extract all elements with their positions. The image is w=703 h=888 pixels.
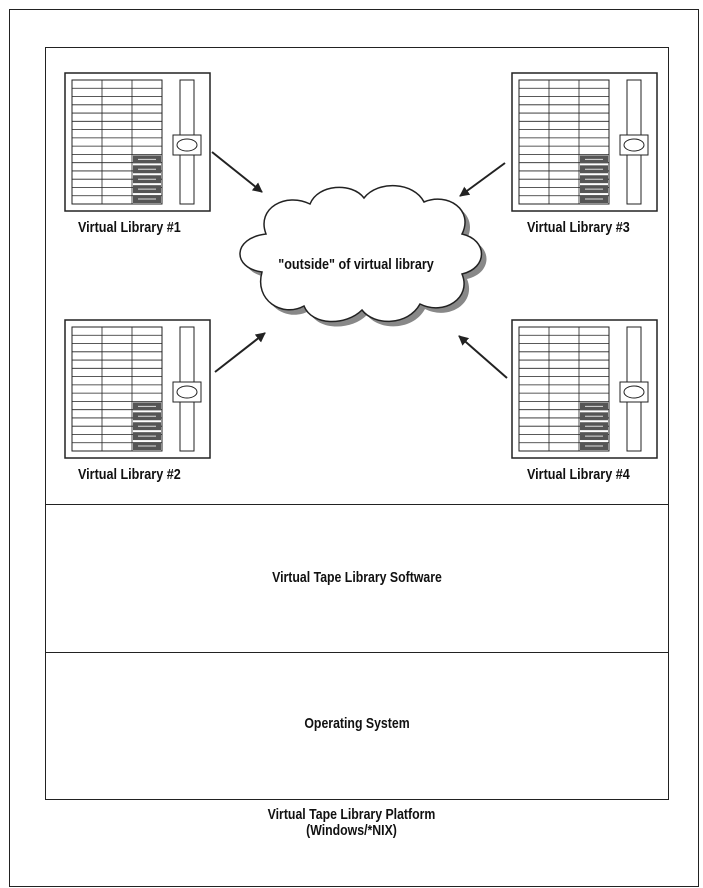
tape-library-1-icon — [64, 72, 211, 212]
picker-gripper — [623, 385, 645, 399]
cloud-shape — [239, 185, 483, 323]
slot-grid — [71, 79, 163, 205]
arrows — [211, 151, 508, 379]
library-2-label: Virtual Library #2 — [78, 466, 181, 483]
layer-stack: Virtual Tape Library Software Operating … — [45, 47, 669, 800]
platform-title: Virtual Tape Library Platform — [267, 806, 436, 823]
platform-subtitle: (Windows/*NIX) — [306, 822, 397, 839]
arrow-from-library-2 — [214, 332, 266, 373]
picker-gripper — [176, 138, 198, 152]
arrow-from-library-4 — [458, 335, 508, 379]
tape-library-4-icon — [511, 319, 658, 459]
virtual-libraries-layer — [46, 48, 668, 505]
slot-grid — [71, 326, 163, 452]
library-4-label: Virtual Library #4 — [527, 466, 630, 483]
platform-frame — [9, 9, 699, 887]
slot-grid — [518, 79, 610, 205]
software-layer: Virtual Tape Library Software — [46, 505, 668, 653]
os-layer: Operating System — [46, 653, 668, 799]
tape-library-3-icon — [511, 72, 658, 212]
software-layer-label: Virtual Tape Library Software — [272, 569, 442, 586]
picker-gripper — [176, 385, 198, 399]
cloud-label: "outside" of virtual library — [278, 256, 434, 273]
arrow-from-library-1 — [211, 151, 263, 193]
os-layer-label: Operating System — [304, 715, 410, 732]
tape-library-2-icon — [64, 319, 211, 459]
picker-gripper — [623, 138, 645, 152]
slot-grid — [518, 326, 610, 452]
library-3-label: Virtual Library #3 — [527, 219, 630, 236]
cloud — [239, 185, 487, 327]
library-1-label: Virtual Library #1 — [78, 219, 181, 236]
arrow-from-library-3 — [459, 162, 506, 197]
platform-label: Virtual Tape Library Platform (Windows/*… — [63, 807, 639, 839]
